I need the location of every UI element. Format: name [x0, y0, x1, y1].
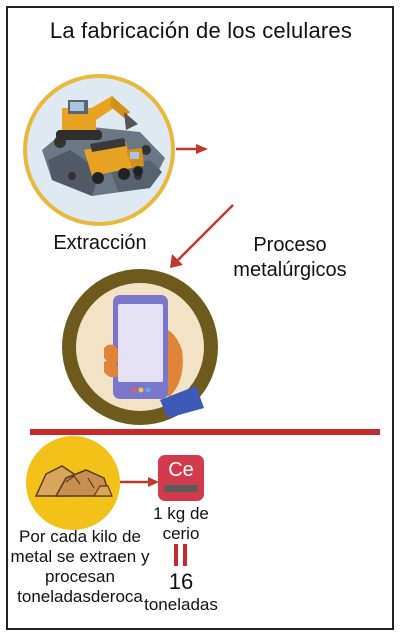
mining-excavator-icon [23, 74, 175, 226]
arrow-right-icon [120, 477, 159, 487]
rocks-icon [26, 436, 120, 530]
cerium-element-icon: Ce [158, 455, 204, 501]
smartphone-in-hand-icon [62, 269, 218, 425]
element-symbol: Ce [168, 459, 194, 481]
cerium-amount-label: 1 kg de cerio [153, 504, 209, 543]
process-label: Proceso metalúrgicos [233, 234, 347, 281]
per-kilo-text: Por cada kilo de metal se extraen y proc… [10, 527, 150, 606]
tons-value: 16 [168, 569, 194, 594]
arrow-right-icon [176, 144, 208, 154]
page-title: La fabricación de los celulares [49, 18, 353, 43]
equivalence-bars [174, 544, 187, 566]
extraction-label: Extracción [53, 232, 147, 254]
tons-unit: toneladas [144, 595, 218, 614]
section-divider [30, 429, 380, 435]
element-tile-bar [164, 485, 198, 492]
arrow-down-left-icon [170, 204, 234, 268]
tons-label: 16 toneladas [136, 569, 226, 615]
